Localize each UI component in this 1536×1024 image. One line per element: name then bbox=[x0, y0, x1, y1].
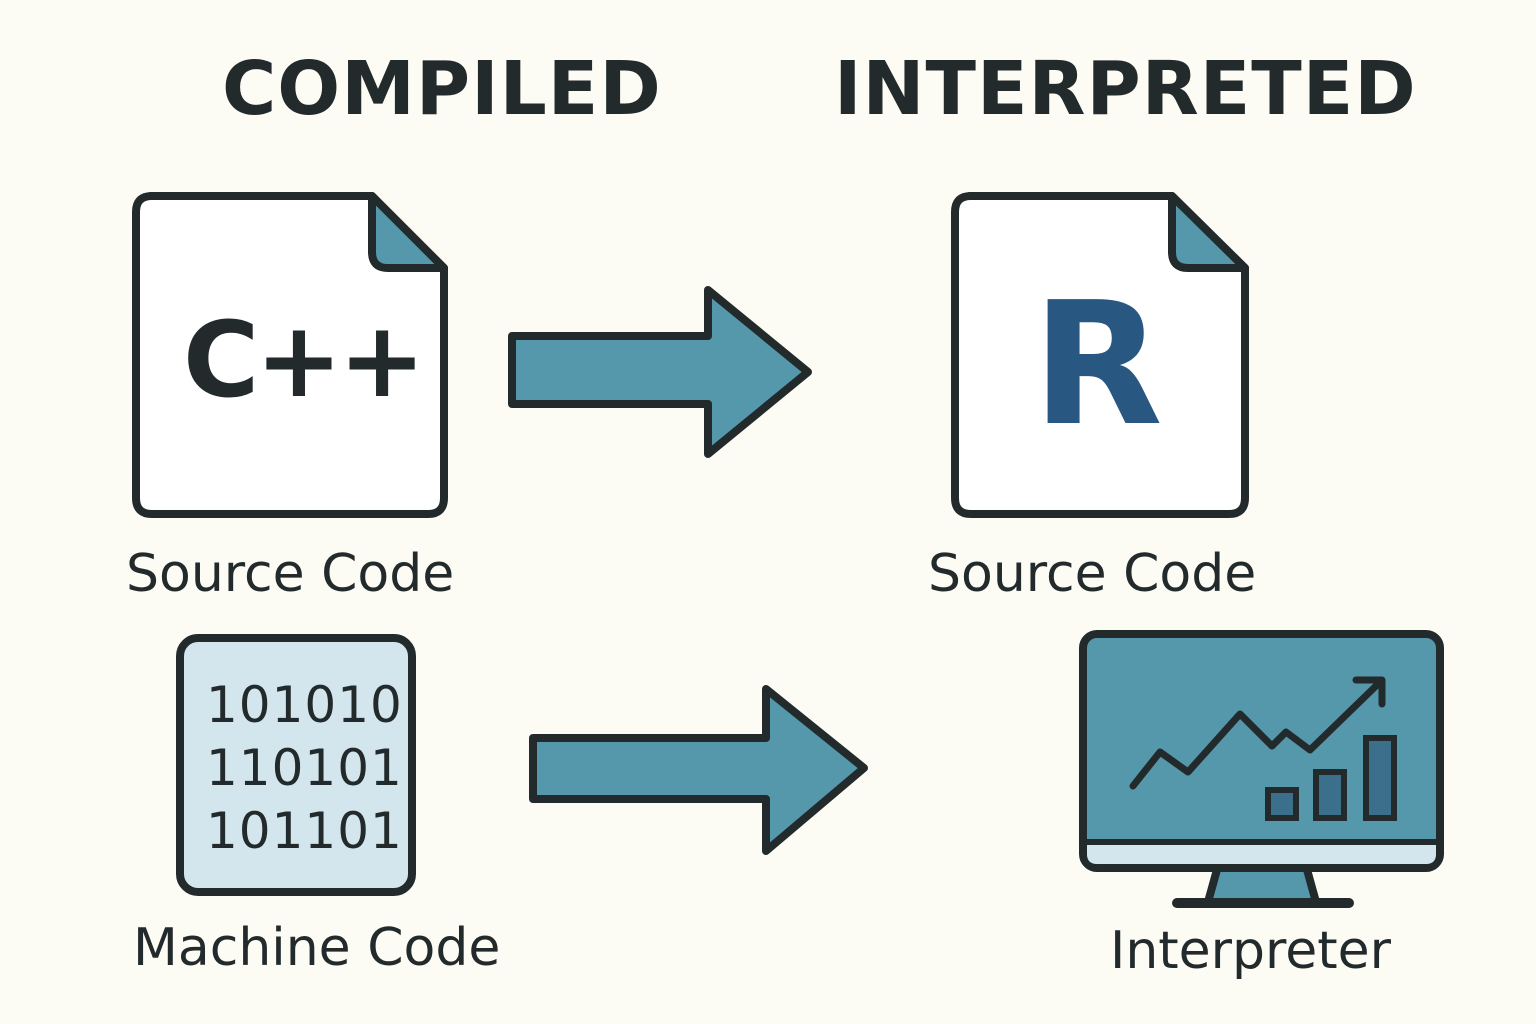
r-label: R bbox=[1032, 266, 1163, 464]
binary-line: 101101 bbox=[206, 802, 403, 860]
bar-tall bbox=[1363, 735, 1397, 821]
binary-line: 101010 bbox=[206, 676, 403, 734]
trend-arrowhead bbox=[1352, 676, 1386, 708]
heading-interpreted: INTERPRETED bbox=[834, 46, 1417, 132]
cpp-label: C++ bbox=[183, 299, 426, 421]
arrow-right-icon bbox=[508, 286, 812, 458]
trend-line bbox=[1129, 680, 1382, 790]
binary-line: 110101 bbox=[206, 739, 403, 797]
cpp-document-icon bbox=[132, 192, 448, 518]
binary-document-icon bbox=[176, 634, 416, 896]
heading-compiled: COMPILED bbox=[222, 46, 662, 132]
bar-small bbox=[1265, 787, 1299, 821]
caption-source-code-compiled: Source Code bbox=[126, 544, 455, 604]
caption-interpreter: Interpreter bbox=[1110, 921, 1392, 981]
caption-source-code-interpreted: Source Code bbox=[928, 544, 1257, 604]
r-document-icon bbox=[951, 192, 1249, 518]
monitor-chart-icon bbox=[1079, 630, 1444, 908]
bar-medium bbox=[1313, 769, 1347, 821]
arrow-right-icon bbox=[529, 685, 868, 855]
caption-machine-code: Machine Code bbox=[133, 918, 501, 978]
